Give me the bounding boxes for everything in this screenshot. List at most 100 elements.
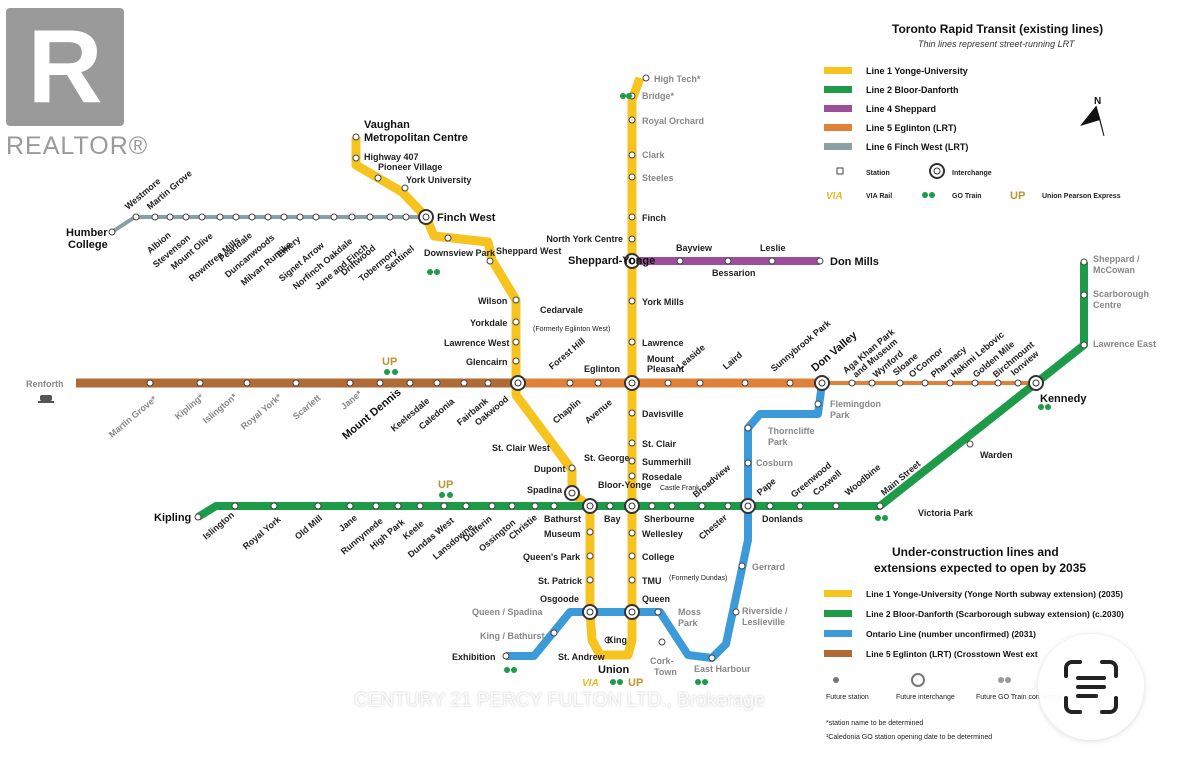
station-east-harbour: East Harbour [694,664,751,674]
station-riverside: Riverside / [742,606,788,616]
interchange-inner [422,213,1040,616]
construction-title-1: Under-construction lines and [892,545,1059,559]
go-train-markers [384,93,1051,685]
station-avenue: Avenue [583,397,614,425]
up-mark-union: UP [628,677,643,689]
station-kipling: Kipling [154,512,191,524]
station-eglinton: Eglinton [584,364,620,374]
map-subtitle: Thin lines represent street-running LRT [918,39,1076,49]
station-castle-frank: Castle Frank [660,485,700,492]
up-mark-bloor: UP [438,479,453,491]
legend-interchange: Interchange [952,170,992,177]
station-bathurst: Bathurst [544,514,581,524]
legend-go-icon-2 [929,192,935,198]
station-north-york-centre: North York Centre [546,234,623,244]
station-vaughan-2: Metropolitan Centre [364,132,468,144]
legend-line1: Line 1 Yonge-University [866,66,968,76]
station-tmu: TMU [642,576,662,586]
legend-line2: Line 2 Bloor-Danforth [866,85,959,95]
station-don-mills: Don Mills [830,256,879,268]
station-royal-york-lrt: Royal York* [239,392,284,432]
brokerage-watermark: CENTURY 21 PERCY FULTON LTD., Brokerage [354,690,765,711]
legend-construction-4: Line 5 Eglinton (LRT) (Crosstown West ex… [866,649,1038,659]
station-sheppard-mccowan: Sheppard / [1093,254,1140,264]
realtor-logo-letter: R [27,9,103,125]
station-corktown-2: Town [654,667,677,677]
legend-future-station: Future station [826,694,869,701]
legend-construction-swatches [824,590,852,657]
construction-title-2: extensions expected to open by 2035 [874,561,1086,575]
station-thorncliffe: Thorncliffe [768,426,815,436]
station-lawrence-west: Lawrence West [444,338,509,348]
north-arrow-icon [1080,105,1105,137]
station-moss-park: Moss [678,607,701,617]
station-vaughan: Vaughan [364,119,410,131]
airport-icon [38,395,54,403]
station-finch: Finch [642,213,666,223]
station-tmu-note: (Formerly Dundas) [669,575,727,582]
legend-line6: Line 6 Finch West (LRT) [866,142,968,152]
station-steeles: Steeles [642,173,674,183]
station-queens-park: Queen's Park [523,552,581,562]
station-bridge: Bridge* [642,91,675,101]
station-scarborough: Scarborough [1093,289,1149,299]
legend-go-icon [922,192,928,198]
station-wilson: Wilson [478,296,507,306]
station-pioneer-village: Pioneer Village [378,162,442,172]
station-old-mill: Old Mill [293,513,324,542]
station-osgoode: Osgoode [540,594,579,604]
station-dots [108,74,1088,662]
realtor-logo: R REALTOR® [6,8,147,160]
station-king-bathurst: King / Bathurst [480,631,545,641]
realtor-logo-word: REALTOR® [6,132,149,160]
station-thorncliffe-2: Park [768,437,789,447]
station-cosburn: Cosburn [756,458,793,468]
via-mark-union: VIA [582,678,599,689]
legend-up-icon: UP [1010,190,1025,202]
station-rosedale: Rosedale [642,472,682,482]
station-bay: Bay [604,514,621,524]
station-sheppard-mccowan-2: McCowan [1093,265,1135,275]
station-queen: Queen [642,594,670,604]
station-downsview-park: Downsview Park [424,248,496,258]
station-union: Union [598,664,629,676]
legend-future-interchange: Future interchange [896,694,955,701]
station-martin-grove-lrt: Martin Grove* [107,394,159,440]
station-college: College [642,552,675,562]
station-bloor-yonge: Bloor-Yonge [598,480,651,490]
legend-up: Union Pearson Express [1042,193,1121,200]
legend-construction-1: Line 1 Yonge-University (Yonge North sub… [866,589,1123,599]
legend-go: GO Train [952,193,982,200]
scan-text-button[interactable] [1038,634,1144,740]
station-humber-2: College [68,239,108,251]
legend-via: VIA Rail [866,193,892,200]
station-humber: Humber [66,227,108,239]
station-royal-york: Royal York [241,514,284,552]
station-queen-spadina: Queen / Spadina [472,607,544,617]
station-victoria-park: Victoria Park [918,508,974,518]
legend-future-interchange-icon [911,673,925,687]
legend-future-go: Future GO Train connection [976,694,1062,701]
station-cedarvale: Cedarvale [540,305,583,315]
station-davisville: Davisville [642,409,684,419]
station-islington-lrt: Islington* [201,391,239,425]
station-st-clair-west: St. Clair West [492,443,550,453]
station-chaplin: Chaplin [551,397,583,426]
legend-station-icon [836,167,844,175]
station-chester: Chester [697,512,729,542]
station-leslie: Leslie [760,243,786,253]
ontario-line-track [506,382,826,662]
station-summerhill: Summerhill [642,457,691,467]
note-station-name: *station name to be determined [826,720,923,727]
station-clark: Clark [642,150,666,160]
station-lawrence: Lawrence [642,338,684,348]
station-royal-orchard: Royal Orchard [642,116,704,126]
station-mount-pleasant: Mount [647,354,674,364]
station-woodbine: Woodbine [843,462,883,498]
station-corktown: Cork- [650,656,674,666]
station-spadina: Spadina [527,485,563,495]
legend-station: Station [866,170,890,177]
legend-interchange-inner [933,167,941,175]
station-warden: Warden [980,450,1013,460]
station-exhibition: Exhibition [452,652,496,662]
